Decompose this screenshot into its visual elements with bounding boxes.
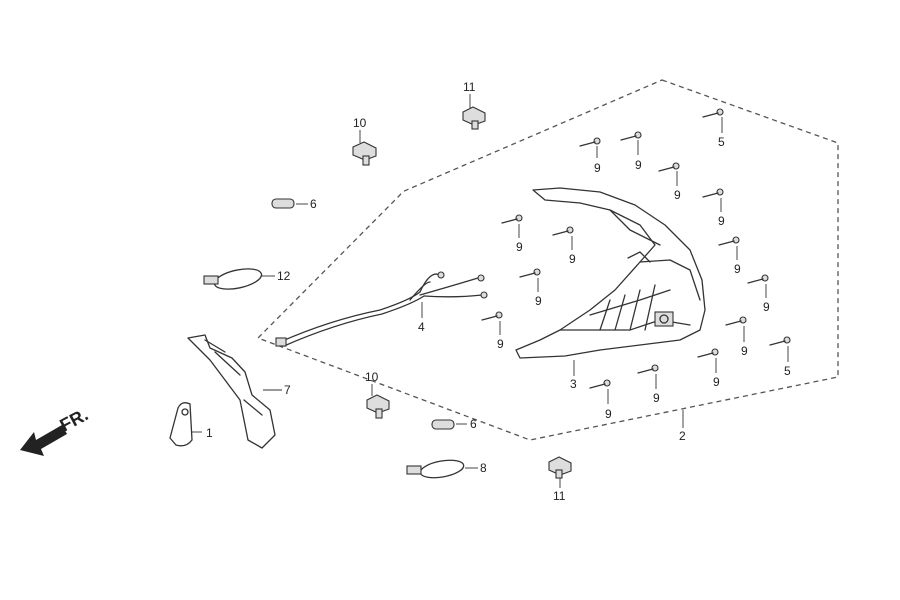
callout-6-lower: 6 [470, 417, 477, 431]
callout-12: 12 [277, 269, 291, 283]
part-12-clip [203, 268, 275, 290]
callout-10-upper: 10 [353, 116, 367, 130]
callout-8: 8 [480, 461, 487, 475]
part-10-bolt-lower [366, 384, 390, 419]
screw-9c [658, 162, 680, 186]
callout-9n: 9 [605, 407, 612, 421]
callout-9l: 9 [713, 375, 720, 389]
assembly-boundary [256, 79, 839, 441]
callout-11-lower: 11 [553, 489, 566, 503]
part-11-bolt-upper [462, 94, 486, 130]
screw-9m [637, 364, 659, 389]
part-7-stay [187, 334, 282, 449]
callout-9g: 9 [734, 262, 741, 276]
callout-7: 7 [284, 383, 291, 397]
callout-3: 3 [570, 377, 577, 391]
part-4-wire-harness [275, 271, 488, 347]
part-6-bulb-lower [431, 419, 467, 430]
callout-9j: 9 [497, 337, 504, 351]
screw-9h [519, 268, 541, 292]
screw-5b [769, 336, 791, 362]
part-10-bolt-upper [352, 130, 377, 166]
callout-9b: 9 [635, 158, 642, 172]
callout-2: 2 [679, 429, 686, 443]
callout-9d: 9 [718, 214, 725, 228]
callout-labels: 1 2 3 4 5 5 6 6 7 8 9 9 9 9 9 9 9 9 9 9 … [206, 80, 791, 503]
screw-5a [702, 108, 724, 133]
screws-group [481, 108, 791, 404]
screw-9g [718, 236, 740, 260]
callout-9f: 9 [569, 252, 576, 266]
part-1-bracket [169, 402, 202, 447]
screw-9k [725, 316, 747, 342]
callout-9m: 9 [653, 391, 660, 405]
part-8-clip [406, 459, 478, 479]
callout-4: 4 [418, 320, 425, 334]
front-direction-indicator: FR. [20, 404, 91, 456]
part-3-lens-assembly [515, 187, 706, 376]
callout-9a: 9 [594, 161, 601, 175]
screw-9i [747, 274, 769, 298]
screw-9b [620, 131, 642, 155]
callout-9c: 9 [674, 188, 681, 202]
callout-11-upper: 11 [463, 80, 476, 94]
screw-9e [501, 214, 523, 238]
screw-9l [697, 348, 719, 373]
callout-5-lower: 5 [784, 364, 791, 378]
screw-9f [552, 226, 574, 250]
callout-10-lower: 10 [365, 370, 379, 384]
arrow-left-down-icon [20, 425, 67, 456]
part-11-bolt-lower [548, 456, 572, 488]
callout-1: 1 [206, 426, 213, 440]
part-6-bulb-upper [271, 198, 308, 209]
callout-9k: 9 [741, 344, 748, 358]
callout-9e: 9 [516, 240, 523, 254]
callout-9h: 9 [535, 294, 542, 308]
screw-9j [481, 311, 503, 335]
screw-9d [702, 188, 724, 212]
callout-6-upper: 6 [310, 197, 317, 211]
screw-9n [589, 379, 611, 404]
screw-9a [579, 137, 601, 158]
callout-5-upper: 5 [718, 135, 725, 149]
callout-9i: 9 [763, 300, 770, 314]
